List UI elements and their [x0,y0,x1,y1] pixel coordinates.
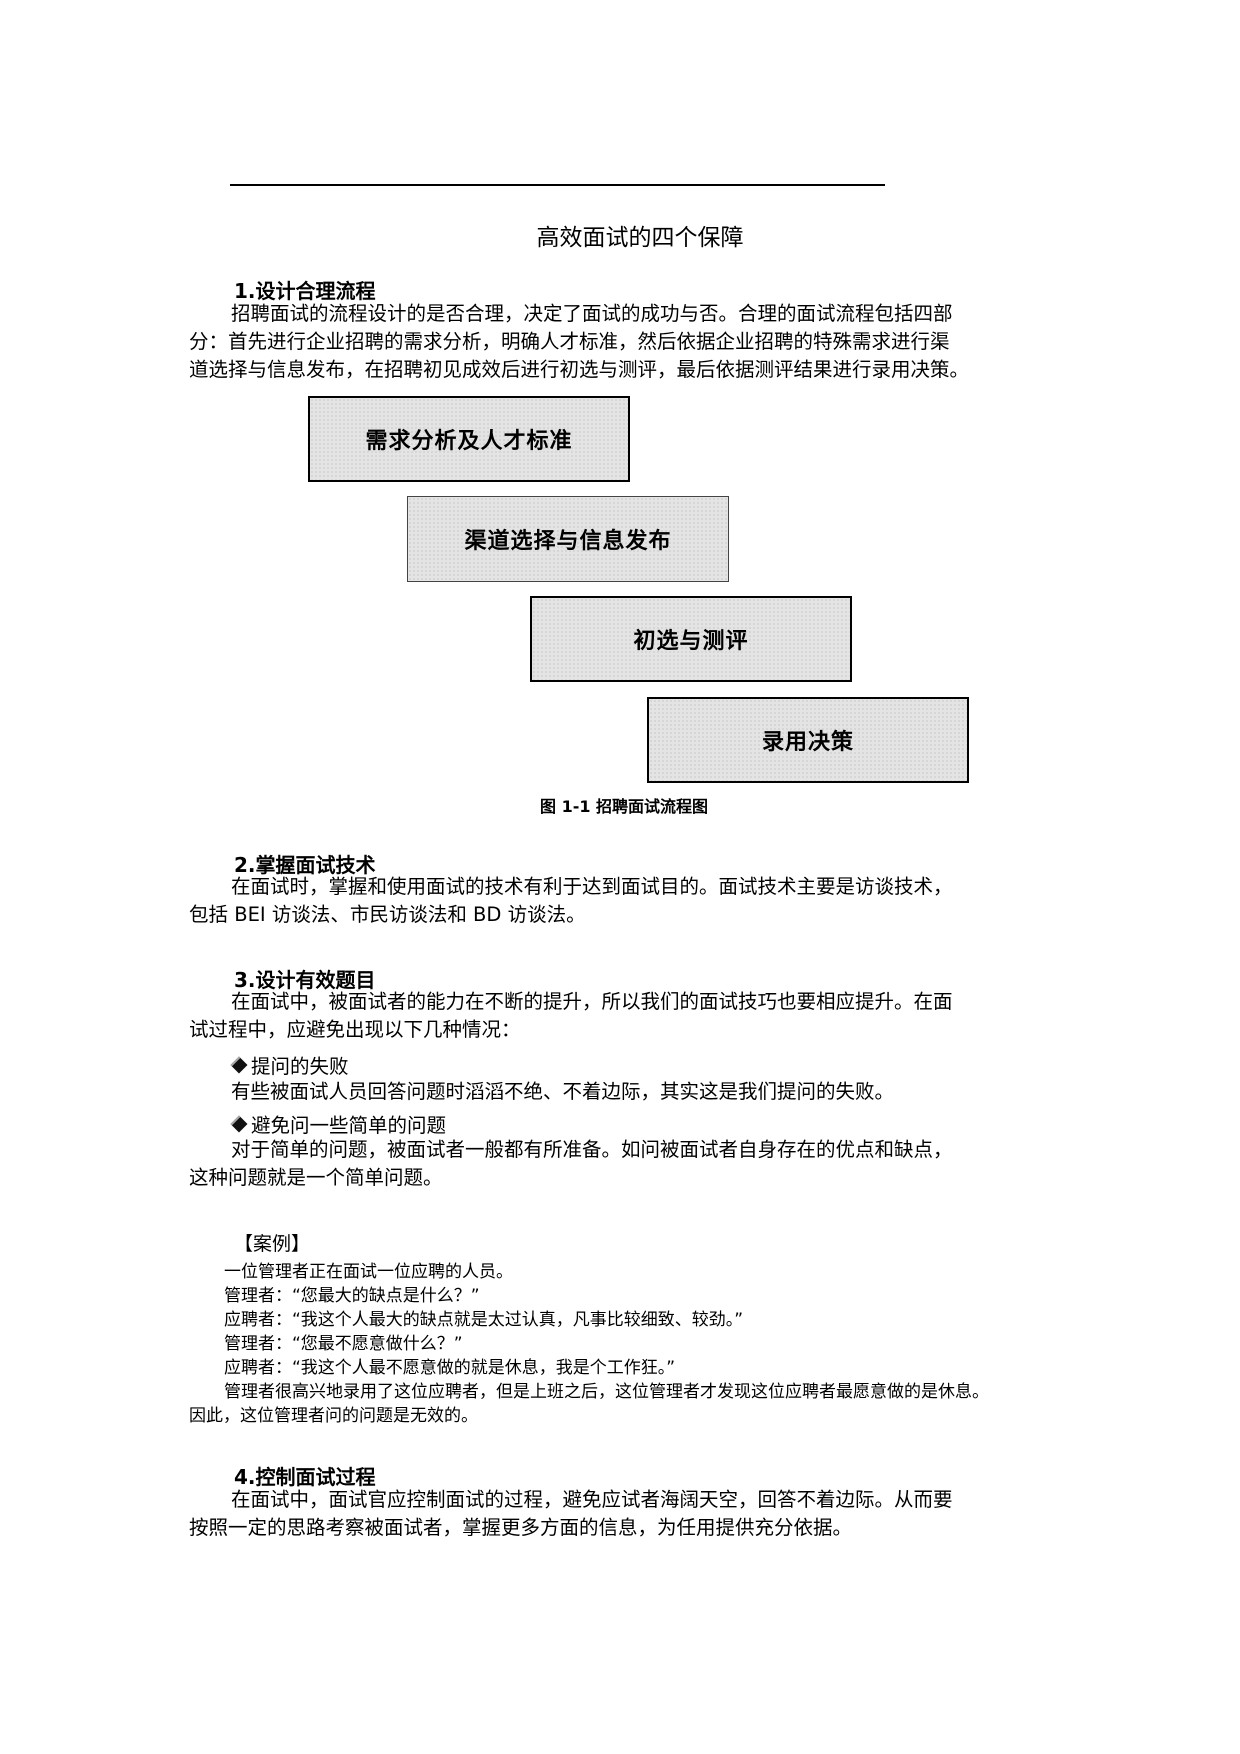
paragraph-line: 道选择与信息发布，在招聘初见成效后进行初选与测评，最后依据测评结果进行录用决策。 [189,358,970,381]
paragraph-line: 招聘面试的流程设计的是否合理，决定了面试的成功与否。合理的面试流程包括四部 [231,302,953,325]
section-1-paragraph: 招聘面试的流程设计的是否合理，决定了面试的成功与否。合理的面试流程包括四部 分：… [189,300,1057,384]
paragraph-line: 这种问题就是一个简单问题。 [189,1166,443,1189]
diamond-bullet-icon [230,1056,248,1073]
case-line: 应聘者：“我这个人最大的缺点就是太过认真，凡事比较细致、较劲。” [224,1310,744,1330]
flow-step-2: 渠道选择与信息发布 [407,496,729,582]
bullet-label: 提问的失败 [251,1055,349,1078]
case-line: 应聘者：“我这个人最不愿意做的就是休息，我是个工作狂。” [224,1358,676,1378]
case-dialogue: 一位管理者正在面试一位应聘的人员。 管理者：“您最大的缺点是什么？” 应聘者：“… [224,1260,743,1380]
bullet-1-text: 有些被面试人员回答问题时滔滔不绝、不着边际，其实这是我们提问的失败。 [189,1078,1057,1106]
figure-caption: 图 1-1 招聘面试流程图 [540,797,709,816]
paragraph-line: 试过程中，应避免出现以下几种情况： [189,1018,521,1041]
flow-step-3: 初选与测评 [530,596,852,682]
paragraph-line: 对于简单的问题，被面试者一般都有所准备。如问被面试者自身存在的优点和缺点， [231,1138,953,1161]
section-3-paragraph: 在面试中，被面试者的能力在不断的提升，所以我们的面试技巧也要相应提升。在面 试过… [189,988,1057,1044]
section-2-paragraph: 在面试时，掌握和使用面试的技术有利于达到面试目的。面试技术主要是访谈技术， 包括… [189,873,1057,929]
section-heading-4: 4.控制面试过程 [234,1465,376,1489]
bullet-2-text: 对于简单的问题，被面试者一般都有所准备。如问被面试者自身存在的优点和缺点， 这种… [189,1136,1057,1192]
bullet-label: 避免问一些简单的问题 [251,1114,447,1137]
diamond-bullet-icon [230,1115,248,1132]
case-line: 管理者很高兴地录用了这位应聘者，但是上班之后，这位管理者才发现这位应聘者最愿意做… [224,1382,989,1402]
page-title: 高效面试的四个保障 [536,225,744,251]
case-conclusion: 管理者很高兴地录用了这位应聘者，但是上班之后，这位管理者才发现这位应聘者最愿意做… [189,1380,1069,1428]
paragraph-line: 在面试中，面试官应控制面试的过程，避免应试者海阔天空，回答不着边际。从而要 [231,1488,953,1511]
paragraph-line: 分：首先进行企业招聘的需求分析，明确人才标准，然后依据企业招聘的特殊需求进行渠 [189,330,950,353]
case-label: 【案例】 [234,1233,311,1255]
case-line: 一位管理者正在面试一位应聘的人员。 [224,1262,513,1282]
paragraph-line: 有些被面试人员回答问题时滔滔不绝、不着边际，其实这是我们提问的失败。 [231,1080,895,1103]
bullet-item-2: 避免问一些简单的问题 [230,1109,447,1138]
paragraph-line: 在面试时，掌握和使用面试的技术有利于达到面试目的。面试技术主要是访谈技术， [231,875,953,898]
case-line: 管理者：“您最不愿意做什么？” [224,1334,463,1354]
case-line: 管理者：“您最大的缺点是什么？” [224,1286,480,1306]
paragraph-line: 在面试中，被面试者的能力在不断的提升，所以我们的面试技巧也要相应提升。在面 [231,990,953,1013]
section-heading-2: 2.掌握面试技术 [234,853,376,877]
section-heading-1: 1.设计合理流程 [234,279,376,303]
section-4-paragraph: 在面试中，面试官应控制面试的过程，避免应试者海阔天空，回答不着边际。从而要 按照… [189,1486,1057,1542]
section-heading-3: 3.设计有效题目 [234,968,376,992]
paragraph-line: 按照一定的思路考察被面试者，掌握更多方面的信息，为任用提供充分依据。 [189,1516,853,1539]
header-rule [230,184,885,186]
flow-step-4: 录用决策 [647,697,969,783]
flow-step-1: 需求分析及人才标准 [308,396,630,482]
bullet-item-1: 提问的失败 [230,1050,349,1079]
paragraph-line: 包括 BEI 访谈法、市民访谈法和 BD 访谈法。 [189,903,586,926]
case-line: 因此，这位管理者问的问题是无效的。 [189,1406,478,1426]
